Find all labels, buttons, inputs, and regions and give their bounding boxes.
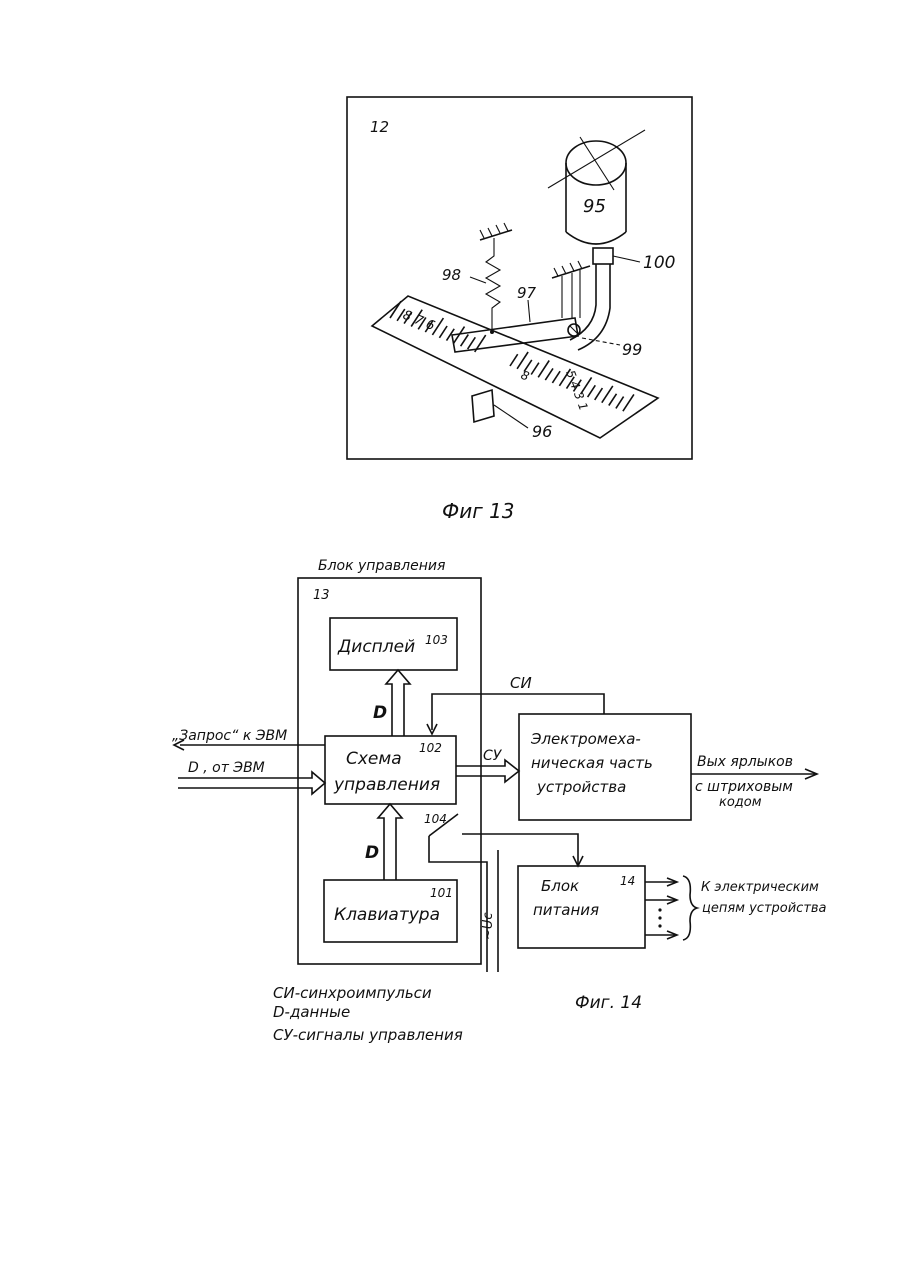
fig13-caption: Фиг 13 (442, 499, 515, 523)
strip-bar (531, 363, 539, 375)
strip-bar (510, 354, 518, 366)
strip-bar (609, 394, 617, 406)
strip-bar (602, 386, 613, 403)
strip-digits-right: 5 4 3 1 (563, 368, 591, 412)
switch-number: 104 (424, 812, 447, 826)
power-line1: Блок (541, 877, 579, 895)
fig14: Блок управления 13 Дисплей 103 D Схема у… (172, 558, 827, 1044)
keyboard-label: Клавиатура (334, 905, 440, 925)
electromech-line2: ническая часть (531, 754, 653, 772)
mains-label: ~Uс (481, 912, 496, 940)
control-scheme-block: Схема управления 102 (325, 736, 456, 804)
label-99: 99 (622, 340, 642, 359)
output-line2: с штриховым (695, 779, 793, 795)
electromech-line1: Электромеха- (530, 730, 641, 748)
fig13-frame (347, 97, 692, 459)
part-95-cylinder: 95 (548, 130, 645, 244)
label-97: 97 (517, 284, 537, 302)
fig14-caption: Фиг. 14 (575, 993, 642, 1013)
keyboard-block: Клавиатура 101 (324, 880, 457, 942)
ground-marks (552, 261, 590, 318)
legend-item-su: СУ-сигналы управления (273, 1026, 463, 1044)
strip-bar (461, 335, 469, 347)
control-label-line1: Схема (346, 749, 402, 769)
power-supply-block: Блок питания 14 (518, 866, 645, 948)
strip-bar (538, 361, 549, 378)
supply-outputs: К электрическим цепям устройства (645, 876, 827, 940)
signal-d-bottom: D (365, 843, 379, 863)
fig13: 12 95 100 98 (347, 97, 692, 523)
supply-line2: цепям устройства (702, 901, 827, 916)
display-block: Дисплей 103 (330, 618, 457, 670)
barcode-strip: 8 7 6 8 5 4 3 1 (372, 296, 658, 438)
part-97-lever: 97 99 (452, 284, 642, 359)
legend-item-si: СИ-синхроимпульси (273, 984, 432, 1002)
supply-line1: К электрическим (701, 880, 819, 895)
output-line1: Вых ярлыков (697, 754, 793, 770)
strip-bar (595, 388, 603, 400)
control-signal-arrow: СУ (456, 748, 519, 782)
strip-bar (439, 326, 447, 338)
data-from-computer-label: D , от ЭВМ (188, 760, 265, 776)
sync-feedback-line: СИ (427, 674, 604, 734)
power-line2: питания (533, 901, 599, 919)
electromech-line3: устройства (536, 778, 626, 796)
label-output-arrow: Вых ярлыков с штриховым кодом (691, 754, 817, 810)
strip-bar (623, 394, 634, 411)
signal-d-top: D (373, 703, 387, 723)
label-96: 96 (532, 422, 552, 441)
strip-bar (588, 385, 596, 397)
strip-bar (616, 397, 624, 409)
signal-si: СИ (510, 674, 532, 692)
request-to-computer-label: „Запрос“ к ЭВМ (172, 728, 287, 744)
display-label: Дисплей (337, 637, 415, 657)
keyboard-number: 101 (430, 886, 453, 900)
legend-item-d: D-данные (273, 1003, 350, 1021)
strip-bar (545, 368, 553, 380)
strip-digits-mid: 8 (519, 368, 532, 384)
part-96-blade: 96 (472, 390, 552, 441)
signal-su: СУ (483, 748, 503, 764)
control-label-line2: управления (333, 775, 440, 795)
strip-bar (552, 371, 560, 383)
data-arrow-from-keyboard: D (365, 804, 402, 880)
fig13-panel-number: 12 (370, 118, 389, 136)
label-95: 95 (583, 196, 606, 217)
label-100: 100 (643, 253, 675, 273)
computer-links: „Запрос“ к ЭВМ D , от ЭВМ (172, 728, 325, 794)
strip-digits-top: 8 7 6 (401, 308, 437, 334)
control-block-title: Блок управления (318, 558, 445, 574)
control-number: 102 (419, 741, 442, 755)
data-arrow-to-display: D (373, 670, 410, 736)
strip-bar (468, 337, 476, 349)
power-number: 14 (620, 874, 635, 888)
legend: СИ-синхроимпульси D-данные СУ-сигналы уп… (273, 984, 463, 1044)
strip-bar (517, 352, 528, 369)
label-98: 98 (442, 266, 461, 284)
display-number: 103 (425, 633, 448, 647)
part-100-coupling: 100 (570, 248, 675, 350)
output-line3: кодом (719, 795, 762, 810)
electromech-block: Электромеха- ническая часть устройства (519, 714, 691, 820)
control-block-number: 13 (313, 588, 330, 603)
